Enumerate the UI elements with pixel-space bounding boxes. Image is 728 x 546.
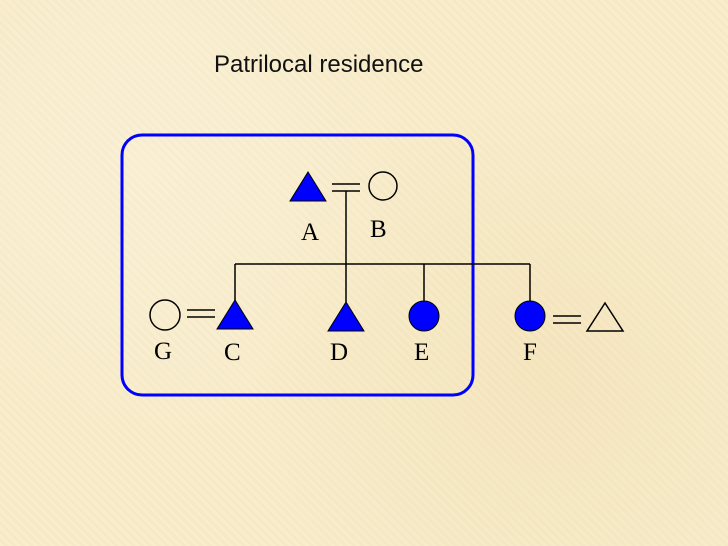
individual-d-label: D: [330, 339, 348, 366]
page-title: Patrilocal residence: [214, 51, 424, 78]
individual-f-label: F: [523, 339, 537, 366]
residence-group-box: [120, 133, 475, 397]
individual-spouse-triangle-icon: [585, 301, 625, 332]
marriage-ab: [332, 183, 360, 192]
individual-c-label: C: [224, 339, 241, 366]
individual-e-label: E: [414, 339, 429, 366]
individual-d-triangle-icon: [327, 301, 365, 332]
individual-f-circle-icon: [514, 300, 546, 332]
marriage-gc: [187, 309, 215, 318]
individual-b-circle-icon: [368, 171, 398, 201]
individual-e-circle-icon: [408, 300, 440, 332]
marriage-fh: [553, 315, 581, 324]
individual-g-label: G: [154, 338, 172, 365]
individual-a-triangle-icon: [289, 171, 327, 202]
individual-c-triangle-icon: [216, 299, 254, 330]
individual-g-circle-icon: [149, 299, 181, 331]
individual-a-label: A: [301, 219, 319, 246]
individual-b-label: B: [370, 216, 387, 243]
descent-lines: [234, 191, 531, 302]
